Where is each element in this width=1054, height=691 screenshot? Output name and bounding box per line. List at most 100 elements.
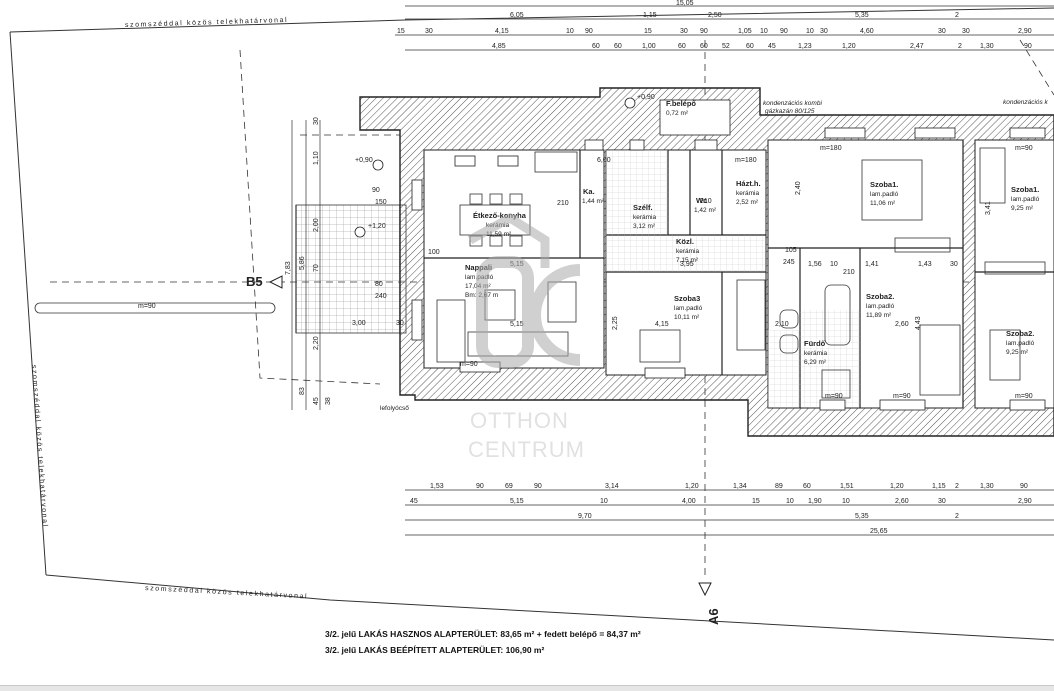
dim-t4-9: 1,23 (798, 43, 812, 50)
dim-t4-10: 1,20 (842, 43, 856, 50)
dim-b2-1: 5,15 (510, 498, 524, 505)
dim-i-33: m=90 (825, 393, 843, 400)
dim-i-22: 80 (375, 281, 383, 288)
dim-bottom-row3: 9,70 5,35 2 (578, 513, 959, 520)
dim-b3-1: 5,35 (855, 513, 869, 520)
room-name: Wc (696, 196, 707, 205)
dim-b3-2: 2 (955, 513, 959, 520)
dim-t3-8: 1,05 (738, 28, 752, 35)
terrace (295, 204, 407, 334)
dim-bottom-row2: 45 5,15 10 4,00 15 10 1,90 10 2,60 30 2,… (410, 498, 1032, 505)
dim-t2-1: 1,15 (643, 12, 657, 19)
dim-t4-3: 1,00 (642, 43, 656, 50)
dim-t4-0: 4,85 (492, 43, 506, 50)
dim-b1-3: 90 (534, 483, 542, 490)
room-szoba3: Szoba3 lam.padló 10,11 m² (674, 294, 703, 321)
dim-b2-3: 4,00 (682, 498, 696, 505)
section-label-b5: B5 (246, 274, 263, 289)
room-area: 3,12 m² (633, 223, 656, 230)
watermark-line2: CENTRUM (468, 437, 585, 462)
dim-i-19: 105 (785, 247, 797, 254)
room-floor: lam.padló (1006, 340, 1035, 347)
dim-top-row3: 15 30 4,15 10 90 15 30 90 1,05 10 90 10 … (397, 28, 1032, 35)
dim-t3-4: 90 (585, 28, 593, 35)
room-area: 9,25 m² (1011, 205, 1034, 212)
dim-drain-length: m=90 (138, 303, 156, 310)
dim-i-1: 5,15 (510, 321, 524, 328)
room-name: Ka. (583, 187, 595, 196)
dim-l-9: 38 (325, 397, 332, 405)
dim-t2-2: 2,50 (708, 12, 722, 19)
room-area: 2,52 m² (736, 199, 759, 206)
property-boundary (9, 7, 1054, 641)
room-name: Szoba2. (866, 292, 894, 301)
dim-b1-1: 90 (476, 483, 484, 490)
dim-t2-4: 2 (955, 12, 959, 19)
dim-b2-6: 1,90 (808, 498, 822, 505)
dim-i-9: 2,60 (895, 321, 909, 328)
room-name: Szoba3 (674, 294, 700, 303)
dim-i-16: 210 (700, 198, 712, 205)
room-szoba2: Szoba2. lam.padló 11,89 m² (866, 292, 895, 319)
dim-i-29: m=180 (820, 145, 842, 152)
dim-b1-6: 1,34 (733, 483, 747, 490)
room-floor: kerámia (736, 190, 760, 197)
room-area: 11,59 m² (486, 231, 512, 238)
dim-l-6: 2,20 (313, 336, 320, 350)
dim-b3-0: 9,70 (578, 513, 592, 520)
summary-built-area: 3/2. jelű LAKÁS BEÉPÍTETT ALAPTERÜLET: 1… (325, 645, 545, 655)
dim-t2-3: 5,35 (855, 12, 869, 19)
room-area: 1,44 m² (582, 198, 605, 205)
dim-i-31: m=90 (460, 361, 478, 368)
dim-l-5: 7,83 (285, 261, 292, 275)
dim-top-1: 15,05 (676, 0, 694, 7)
dim-b2-8: 2,60 (895, 498, 909, 505)
boundary-label-top: szomszéddal közös telekhatárvonal (125, 17, 288, 29)
watermark-logo: OTTHON CENTRUM (467, 212, 585, 462)
room-area: 11,89 m² (866, 312, 892, 319)
room-floor: kerámia (804, 350, 828, 357)
dim-t3-14: 30 (938, 28, 946, 35)
dim-i-14: 2,25 (612, 316, 619, 330)
dim-t4-13: 1,30 (980, 43, 994, 50)
dim-left: 1,10 30 2,00 70 5,86 7,83 2,20 83 45 38 (285, 117, 332, 405)
level-plus120: +1,20 (368, 223, 386, 230)
dim-b2-7: 10 (842, 498, 850, 505)
room-name: Szoba1. (870, 180, 898, 189)
dim-b1-4: 3,14 (605, 483, 619, 490)
dim-i-26: 3,00 (352, 320, 366, 327)
dim-t4-7: 60 (746, 43, 754, 50)
room-name: Étkező-konyha (473, 211, 527, 220)
dim-i-4: 10 (830, 261, 838, 268)
dim-b1-14: 90 (1020, 483, 1028, 490)
dim-i-2: 3,95 (680, 261, 694, 268)
dim-t2-0: 6,05 (510, 12, 524, 19)
dim-b2-2: 10 (600, 498, 608, 505)
dim-i-7: 30 (950, 261, 958, 268)
room-area: 1,42 m² (694, 207, 717, 214)
dim-t3-3: 10 (566, 28, 574, 35)
dim-l-3: 70 (313, 264, 320, 272)
room-name: Házt.h. (736, 179, 761, 188)
label-lefolyocso: lefolyócső (380, 405, 409, 412)
room-floor: lam.padló (674, 305, 703, 312)
dim-top-row4: 4,85 60 60 1,00 60 60 52 60 45 1,23 1,20… (492, 43, 1032, 50)
room-floor: lam.padló (1011, 196, 1040, 203)
dim-b1-7: 89 (775, 483, 783, 490)
tiled-areas (606, 150, 860, 408)
room-szoba1: Szoba1. lam.padló 11,06 m² (870, 180, 899, 207)
dim-i-10: 4,15 (655, 321, 669, 328)
drain-strip: m=90 (34, 302, 276, 314)
dim-i-11: 4,43 (915, 316, 922, 330)
room-name: Közl. (676, 237, 694, 246)
dimension-lines (291, 5, 1054, 536)
dim-l-0: 1,10 (313, 151, 320, 165)
dim-t3-5: 15 (644, 28, 652, 35)
dim-top-row2: 6,05 1,15 2,50 5,35 2 (510, 12, 959, 19)
room-floor: lam.padló (866, 303, 895, 310)
dim-b1-0: 1,53 (430, 483, 444, 490)
section-marker-a6: A6 (698, 582, 721, 625)
level-plus090b: +0,90 (637, 94, 655, 101)
room-area: 11,06 m² (870, 200, 896, 207)
